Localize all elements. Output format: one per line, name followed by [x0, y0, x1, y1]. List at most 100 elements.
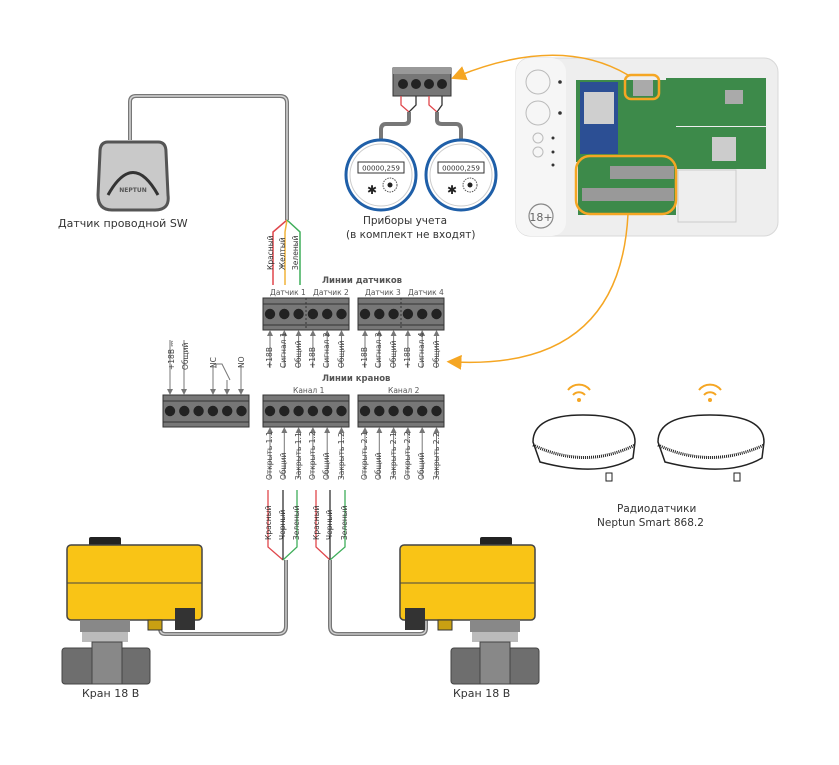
valve-terminal-block-1: [262, 394, 350, 428]
pin-label: Открыть 2.1: [360, 431, 369, 480]
sensor-brand: NEPTUN: [119, 187, 147, 194]
meters-label-line1: Приборы учета: [363, 215, 448, 227]
sensor-group-3-label: Датчик 3: [365, 288, 401, 297]
sensor-lines-title: Линии датчиков: [322, 276, 403, 286]
terminal-screw: [222, 405, 233, 417]
terminal-screw: [293, 308, 304, 320]
meters-label-line2: (в комплект не входят): [346, 229, 476, 241]
pin-label: Общий: [336, 340, 346, 368]
pin-label: Сигнал 2: [322, 332, 332, 368]
valve-channel-1-label: Канал 1: [293, 386, 325, 395]
terminal-screw: [417, 308, 428, 320]
valve-terminal-block-2: [357, 394, 445, 428]
valve1-wire-black-label: Черный: [278, 509, 287, 540]
wired-sensor-label: Датчик проводной SW: [58, 217, 188, 230]
power-relay-terminal-block: [162, 363, 250, 428]
terminal-screw: [322, 405, 333, 417]
valve-lines-title: Линии кранов: [322, 374, 391, 384]
pin-label: Закрыть 1.1: [293, 432, 303, 480]
sensor-block-1-pins: [264, 308, 347, 368]
terminal-screw: [207, 405, 219, 417]
valve1-wire-red-label: Красный: [264, 505, 273, 540]
terminal-screw: [264, 308, 276, 320]
sensor-wire-red-label: Красный: [266, 235, 275, 270]
valve2-wire-red-label: Красный: [312, 505, 321, 540]
radio-sensor-1: [532, 383, 636, 482]
terminal-screw: [388, 405, 399, 417]
pin-label: Закрыть 2.2: [431, 432, 441, 480]
pin-label: Сигнал 1: [279, 332, 289, 368]
motorized-valve-2: [399, 537, 540, 685]
meter-1-reading: 00000,259: [362, 165, 400, 173]
terminal-screw: [193, 405, 204, 417]
pin-label: Общий: [431, 340, 441, 368]
valve-1-label: Кран 18 В: [82, 687, 140, 700]
terminal-screw: [359, 405, 371, 417]
terminal-screw: [307, 405, 319, 417]
water-meter-1: 00000,259 ✱: [344, 138, 418, 212]
valve-2-label: Кран 18 В: [453, 687, 511, 700]
terminal-screw: [402, 405, 414, 417]
sensor-terminal-block-1: [262, 297, 350, 331]
wired-sensor: NEPTUN: [96, 94, 289, 220]
sensor-group-2-label: Датчик 2: [313, 288, 349, 297]
terminal-screw: [164, 405, 176, 417]
sensor-block-2-pins: [359, 308, 442, 368]
terminal-screw: [431, 308, 442, 320]
meter-connector: [379, 67, 463, 142]
terminal-screw: [279, 405, 290, 417]
motorized-valve-1: [61, 537, 203, 685]
terminal-screw: [359, 308, 371, 320]
power-block-pins: [164, 340, 247, 417]
terminal-screw: [307, 308, 319, 320]
terminal-screw: [417, 405, 428, 417]
valve2-wire-green-label: Зеленый: [340, 505, 349, 540]
terminal-screw: [264, 405, 276, 417]
pin-label: +18В: [402, 347, 412, 368]
arrow-to-meter-connector: [451, 54, 629, 81]
terminal-screw: [293, 405, 304, 417]
pin-label: Открыть 1.1: [265, 431, 274, 480]
terminal-screw: [336, 308, 347, 320]
sensor-wire-yellow-label: Желтый: [278, 237, 287, 270]
relay-no-label: NO: [237, 356, 246, 368]
meter-2-reading: 00000,259: [442, 165, 480, 173]
power-pin-common-label: Общий: [181, 342, 190, 370]
pin-label: Закрыть 1.2: [336, 432, 346, 480]
pin-label: Закрыть 2.1: [388, 432, 398, 480]
arrow-to-terminals: [446, 213, 629, 370]
sensor-group-4-label: Датчик 4: [408, 288, 444, 297]
terminal-screw: [388, 308, 399, 320]
radio-sensor-2: [657, 383, 765, 482]
valve2-wire-black-label: Черный: [325, 509, 334, 540]
pin-label: Сигнал 4: [417, 332, 427, 368]
pin-label: Общий: [279, 452, 289, 480]
pin-label: +18В: [265, 347, 274, 368]
age-badge: 18+: [529, 211, 552, 224]
terminal-screw: [236, 405, 247, 417]
relay-nc-label: NC: [209, 357, 218, 368]
pin-label: Общий: [293, 340, 303, 368]
sensor-wire-split: [272, 219, 301, 285]
valve-block-1-pins: [264, 405, 347, 478]
pin-label: Общий: [388, 340, 398, 368]
valve-2-wires: [315, 490, 428, 636]
valve-block-2-pins: [359, 405, 442, 478]
svg-text:✱: ✱: [447, 183, 457, 197]
sensor-terminal-block-2: [357, 297, 445, 331]
terminal-screw: [179, 405, 190, 417]
pin-label: +18В: [307, 347, 317, 368]
controller-unit: 18+: [515, 57, 779, 237]
sensor-group-1-label: Датчик 1: [270, 288, 306, 297]
power-pin-plus18v-label: +18В ⎓: [167, 340, 176, 370]
valve-channel-2-label: Канал 2: [388, 386, 420, 395]
pin-label: Общий: [322, 452, 332, 480]
pin-label: Открыть 1.2: [307, 431, 317, 480]
svg-text:✱: ✱: [367, 183, 377, 197]
terminal-screw: [279, 308, 290, 320]
pin-label: +18В: [360, 347, 369, 368]
pin-label: Общий: [374, 452, 384, 480]
terminal-screw: [336, 405, 347, 417]
terminal-screw: [322, 308, 333, 320]
